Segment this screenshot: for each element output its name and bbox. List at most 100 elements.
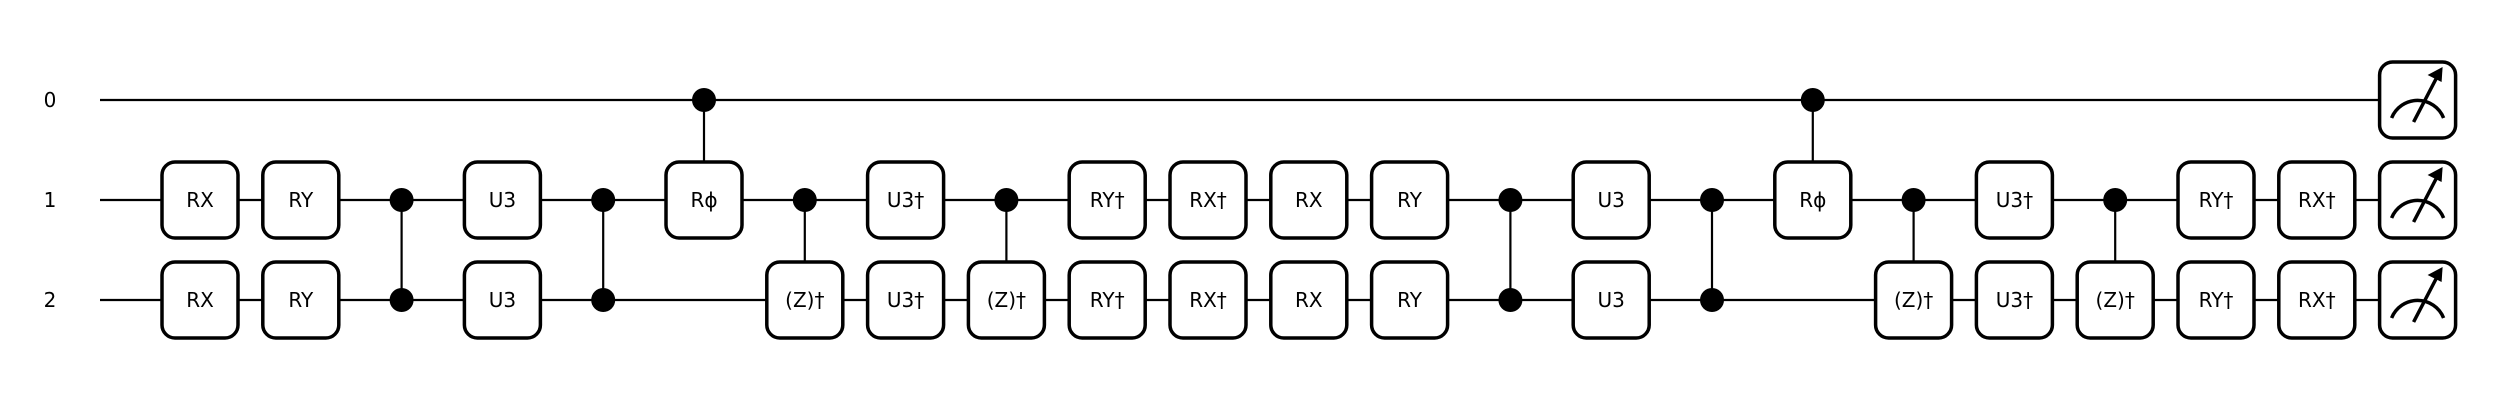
gate-rect: [1067, 160, 1147, 240]
gate-rect: [1269, 160, 1349, 240]
gate-rect: [865, 260, 946, 340]
gate-rect: [1873, 260, 1954, 340]
gate-box: RX†: [1168, 260, 1248, 340]
gate-box: U3†: [865, 260, 946, 340]
gate-box: RY: [261, 160, 341, 240]
gate-rect: [1974, 160, 2055, 240]
gate-box: RY: [1369, 160, 1450, 240]
wire-labels-layer: 012: [44, 88, 57, 312]
gate-label: RX†: [1189, 288, 1227, 312]
control-dot: [1498, 288, 1523, 312]
control-dot: [994, 188, 1019, 212]
gate-label: RX: [186, 288, 214, 312]
gate-box: Rϕ: [664, 160, 744, 240]
gate-rect: [1571, 260, 1651, 340]
control-dot: [1700, 188, 1724, 212]
gate-box: U3: [462, 160, 543, 240]
gate-label: RY†: [1090, 188, 1125, 212]
gate-box: RY†: [1067, 260, 1147, 340]
gate-label: RY†: [2199, 288, 2234, 312]
meter-arc-icon: [2389, 198, 2446, 219]
meter-arc-icon: [2389, 298, 2446, 319]
control-dot: [1700, 288, 1724, 312]
gate-label: U3†: [887, 188, 924, 212]
gate-box: (Z)†: [966, 260, 1047, 340]
gate-rect: [1571, 160, 1651, 240]
gate-label: RY: [1397, 188, 1423, 212]
gate-label: RY†: [2199, 188, 2234, 212]
gate-box: U3†: [865, 160, 946, 240]
gate-label: U3: [1598, 188, 1625, 212]
gate-rect: [261, 160, 341, 240]
gate-box: U3: [462, 260, 543, 340]
wire-label: 2: [44, 288, 57, 312]
control-dot: [389, 188, 414, 212]
gate-rect: [1168, 160, 1248, 240]
control-dot: [1901, 188, 1926, 212]
gate-label: (Z)†: [987, 288, 1026, 312]
gate-label: RX†: [2298, 288, 2336, 312]
gate-rect: [1369, 160, 1450, 240]
wire-label: 1: [44, 188, 57, 212]
control-dot: [692, 88, 716, 112]
gate-rect: [1369, 260, 1450, 340]
gate-box: (Z)†: [765, 260, 845, 340]
control-dot: [591, 288, 616, 312]
gate-label: (Z)†: [2096, 288, 2135, 312]
gate-box: RX†: [1168, 160, 1248, 240]
gate-label: RY: [288, 188, 314, 212]
gate-rect: [2277, 160, 2357, 240]
gate-rect: [462, 260, 543, 340]
gate-label: Rϕ: [690, 188, 717, 212]
gate-box: RX: [160, 160, 240, 240]
meter-needle-icon: [2412, 71, 2442, 123]
meter-arrowhead-icon: [2427, 167, 2443, 182]
control-dot: [1800, 88, 1825, 112]
gate-rect: [765, 260, 845, 340]
gate-label: RX: [186, 188, 214, 212]
gate-label: RX†: [1189, 188, 1227, 212]
gate-box: RY†: [2176, 160, 2256, 240]
gate-label: U3: [489, 288, 516, 312]
gate-rect: [2176, 260, 2256, 340]
control-dot: [389, 288, 414, 312]
gate-label: (Z)†: [1894, 288, 1933, 312]
meter-needle-icon: [2412, 271, 2442, 323]
gate-rect: [2075, 260, 2155, 340]
gate-label: RY†: [1090, 288, 1125, 312]
wires-layer: [100, 98, 2410, 302]
gate-label: (Z)†: [785, 288, 824, 312]
gate-box: RX: [1269, 260, 1349, 340]
gate-box: RX†: [2277, 260, 2357, 340]
gate-box: U3†: [1974, 160, 2055, 240]
gate-label: RY: [288, 288, 314, 312]
control-dot: [792, 188, 817, 212]
gate-label: U3: [489, 188, 516, 212]
meter-arrowhead-icon: [2427, 267, 2443, 282]
gate-rect: [1974, 260, 2055, 340]
gate-box: (Z)†: [2075, 260, 2155, 340]
gate-box: RX: [160, 260, 240, 340]
gate-rect: [1773, 160, 1853, 240]
measurement-gate: [2377, 160, 2458, 240]
control-dot: [1498, 188, 1523, 212]
gate-rect: [1168, 260, 1248, 340]
gate-box: (Z)†: [1873, 260, 1954, 340]
meter-arrowhead-icon: [2427, 67, 2443, 82]
gate-label: RX: [1295, 288, 1323, 312]
gate-rect: [261, 260, 341, 340]
gate-box: U3†: [1974, 260, 2055, 340]
gate-box: RY: [1369, 260, 1450, 340]
gate-rect: [2176, 160, 2256, 240]
gate-box: RY: [261, 260, 341, 340]
gates-layer: RXRXRYRYU3U3Rϕ(Z)†U3†U3†(Z)†RY†RY†RX†RX†…: [160, 60, 2458, 340]
gate-rect: [865, 160, 946, 240]
gate-rect: [966, 260, 1047, 340]
gate-label: RX†: [2298, 188, 2336, 212]
gate-label: U3†: [1996, 288, 2033, 312]
gate-rect: [160, 260, 240, 340]
meter-arc-icon: [2389, 98, 2446, 119]
gate-box: U3: [1571, 160, 1651, 240]
